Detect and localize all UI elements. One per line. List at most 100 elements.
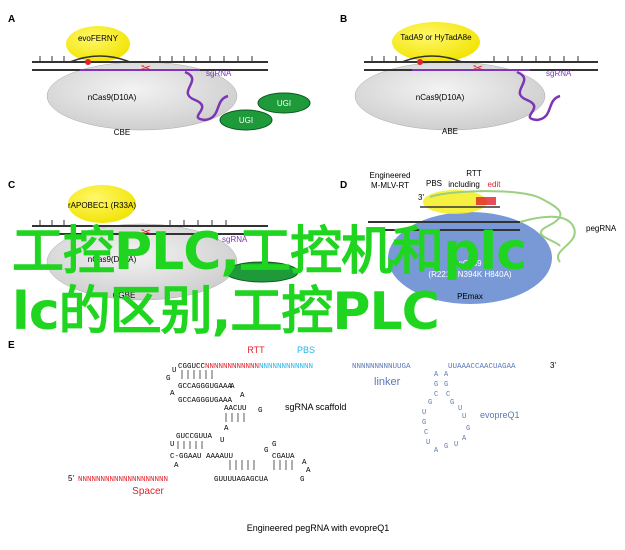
- svg-text:G: G: [444, 381, 448, 389]
- svg-text:G: G: [166, 375, 171, 383]
- svg-text:A: A: [302, 459, 307, 467]
- rtt-title: RTT: [247, 345, 265, 355]
- ung-blob: [225, 261, 299, 283]
- svg-text:C-GGAAU AAAAUU: C-GGAAU AAAAUU: [170, 453, 233, 461]
- svg-text:G: G: [258, 407, 263, 415]
- strand-3prime: 3': [418, 193, 424, 202]
- ugi-label: UGI: [277, 99, 291, 108]
- editor-name: CBE: [114, 128, 130, 137]
- nuclease-shape: [46, 223, 238, 301]
- rt-enzyme-shape: [423, 190, 487, 214]
- svg-text:A: A: [170, 390, 175, 398]
- scaffold-label: sgRNA scaffold: [285, 402, 346, 412]
- svg-text:GCCAGGGUGAAA: GCCAGGGUGAAA: [178, 397, 233, 405]
- ugi-label-2: UGI: [239, 116, 253, 125]
- panel-a-letter: A: [8, 14, 15, 25]
- edit-site-marker: [85, 59, 91, 65]
- sgrna-loop: [184, 70, 229, 122]
- pe-nuclease-mutations: (R221K N394K H840A): [428, 270, 511, 279]
- sgrna-label: sgRNA: [222, 235, 248, 244]
- ugi-blob-2: [219, 109, 273, 131]
- svg-text:A: A: [174, 462, 179, 470]
- spacer-seq: NNNNNNNNNNNNNNNNNNNN: [78, 476, 168, 484]
- svg-text:GUCCGUUA: GUCCGUUA: [176, 433, 213, 441]
- panel-c-letter: C: [8, 180, 15, 191]
- panel-b-letter: B: [340, 14, 347, 25]
- nuclease-label: nCas9(D10A): [88, 255, 137, 264]
- panel-e-letter: E: [8, 340, 15, 351]
- rtt-edit: edit: [488, 180, 502, 189]
- svg-text:G: G: [300, 476, 305, 484]
- svg-text:GCCAGGGUGAAA: GCCAGGGUGAAA: [178, 383, 233, 391]
- spacer-label: Spacer: [132, 486, 164, 497]
- svg-text:CGAUA: CGAUA: [272, 453, 295, 461]
- edit-site-marker: [417, 59, 423, 65]
- rtt-label: RTT: [466, 169, 482, 178]
- panel-d: D Engineered M-MLV-RT PBS RTT including …: [340, 169, 617, 304]
- deaminase-shape: [392, 22, 480, 62]
- edit-region: [476, 197, 496, 205]
- svg-text:A: A: [306, 467, 311, 475]
- editor-name: PEmax: [457, 292, 483, 301]
- svg-text:U: U: [172, 367, 177, 375]
- panel-b: B ✂ sgRNA TadA9 or HyTadA8e nCas9(D10A) …: [340, 14, 598, 136]
- deaminase-shape: [68, 185, 136, 223]
- linker-label: linker: [374, 376, 401, 388]
- scaffold-hairpin: G U GCCAGGGUGAAA A GCCAGGGUGAAA A A AACU…: [166, 367, 311, 484]
- scaffold-end-seq: GUUUUAGAGCUA: [214, 476, 269, 484]
- svg-text:U: U: [170, 441, 175, 449]
- panel-e: E RTT PBS CGGUCCNNNNNNNNNNNNNNNNNNNNNNNN…: [8, 340, 556, 533]
- svg-text:C: C: [434, 391, 438, 399]
- svg-text:G: G: [264, 447, 269, 455]
- nick-scissors-icon: ✂: [141, 61, 151, 75]
- pe-nuclease-label: nCas9: [458, 259, 482, 268]
- sgrna-label: sgRNA: [206, 69, 232, 78]
- svg-text:G: G: [434, 381, 438, 389]
- scaffold-top-seq: CGGUCCNNNNNNNNNNNNNNNNNNNNNNNN: [178, 363, 313, 371]
- svg-text:G: G: [450, 399, 454, 407]
- svg-text:A: A: [230, 383, 235, 391]
- panel-c: C ✂ rAPOBEC1 (R33A) sgRNA nCas9(D10A) CG…: [8, 180, 299, 301]
- linker-seq: NNNNNNNNNUUGA: [352, 363, 411, 371]
- end-3prime: 3': [550, 361, 556, 370]
- rtt-including: including: [448, 180, 480, 189]
- svg-text:C: C: [446, 391, 450, 399]
- editor-name: ABE: [442, 127, 458, 136]
- svg-text:A: A: [224, 425, 229, 433]
- deaminase-shape: [66, 26, 130, 62]
- sgrna-label: sgRNA: [546, 69, 572, 78]
- prime-5: 5': [68, 474, 74, 483]
- svg-text:A: A: [240, 392, 245, 400]
- svg-text:AACUU: AACUU: [224, 405, 247, 413]
- svg-text:A: A: [434, 371, 439, 379]
- effector-label: TadA9 or HyTadA8e: [400, 33, 472, 42]
- panel-a: A ✂ sgRNA evoFERNY nCas9(D10A) UGI UGI C…: [8, 14, 311, 137]
- svg-text:G: G: [428, 399, 432, 407]
- svg-text:G: G: [272, 441, 277, 449]
- pbs-label: PBS: [426, 179, 442, 188]
- svg-text:A: A: [444, 371, 449, 379]
- pegrna-path: [429, 190, 562, 247]
- svg-text:U: U: [458, 405, 462, 413]
- svg-text:C: C: [424, 429, 428, 437]
- effector-label: evoFERNY: [78, 34, 119, 43]
- svg-text:A: A: [434, 447, 439, 455]
- svg-text:U: U: [422, 409, 426, 417]
- svg-text:G: G: [466, 425, 470, 433]
- pegrna-label: pegRNA: [586, 224, 617, 233]
- rt-label-line1: Engineered: [370, 171, 411, 180]
- editor-name: CGBE: [113, 291, 136, 300]
- svg-text:U: U: [462, 413, 466, 421]
- svg-text:U: U: [426, 439, 430, 447]
- rt-label-line2: M-MLV-RT: [371, 181, 409, 190]
- svg-text:G: G: [444, 443, 448, 451]
- svg-text:G: G: [422, 419, 426, 427]
- ugi-blob: [257, 92, 311, 114]
- figure-caption: Engineered pegRNA with evopreQ1: [247, 523, 390, 533]
- nuclease-label: nCas9(D10A): [416, 93, 465, 102]
- nuclease-label: nCas9(D10A): [88, 93, 137, 102]
- panel-d-letter: D: [340, 180, 347, 191]
- nick-scissors-icon: ✂: [473, 61, 483, 75]
- svg-text:U: U: [220, 437, 225, 445]
